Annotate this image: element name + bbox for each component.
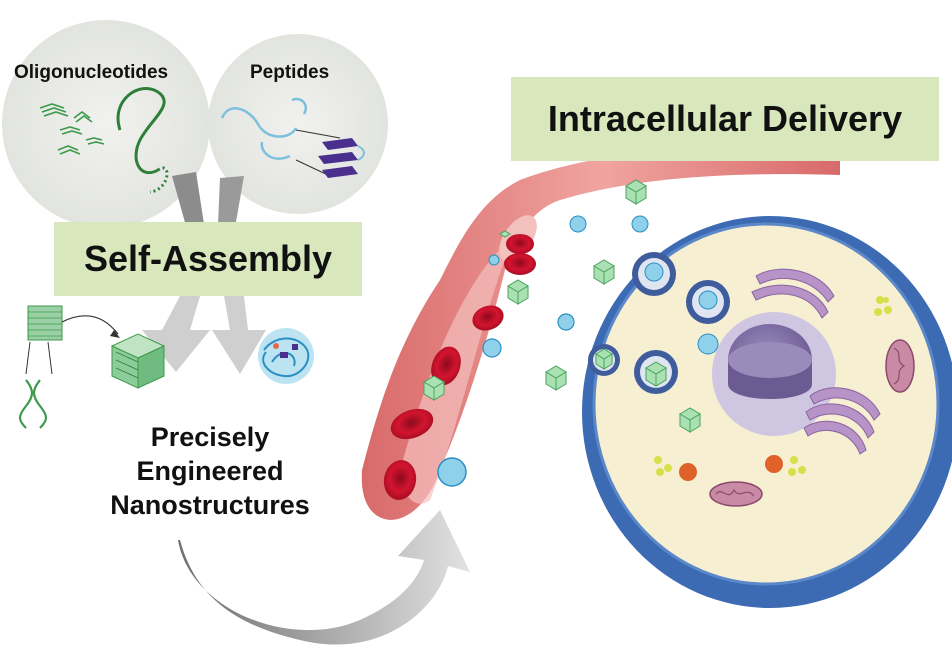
dna-cube-icon: [110, 333, 166, 389]
peptide-strands-icon: [220, 97, 341, 177]
arrow-peptide-to-self-assembly: [218, 176, 244, 224]
peptides-label: Peptides: [250, 62, 330, 83]
intracellular-delivery-label: Intracellular Delivery: [511, 77, 939, 161]
nucleus: [712, 312, 836, 436]
oligonucleotides-label: Oligonucleotides: [14, 62, 169, 83]
arrow-self-assembly-to-peptide-nanostructure: [212, 296, 266, 374]
nanostructures-line-2: Engineered: [136, 456, 284, 486]
dna-origami-grid-icon: [25, 305, 120, 375]
free-nanoparticles: [569, 215, 718, 310]
arrow-oligo-to-self-assembly: [172, 172, 204, 226]
dna-helix-icon: [18, 379, 48, 429]
oligonucleotides-circle: [2, 20, 210, 228]
nanostructures-line-3: Nanostructures: [110, 490, 310, 520]
nanostructures-line-1: Precisely: [150, 422, 270, 452]
dna-fragments-icon: [39, 103, 105, 155]
self-assembly-label: Self-Assembly: [54, 222, 362, 296]
vessel-cubes: [423, 230, 529, 401]
red-blood-cells: [383, 234, 536, 500]
arrow-self-assembly-to-dna-nanostructure: [142, 296, 210, 372]
peptide-nanoparticle-icon: [258, 328, 314, 384]
vesicles: [654, 296, 892, 481]
mitochondria: [709, 339, 915, 507]
delivery-curved-arrow: [178, 510, 470, 645]
free-cubes: [545, 179, 701, 433]
beta-sheet-icon: [318, 138, 365, 178]
golgi-apparatus: [751, 268, 881, 455]
nanostructures-label: Precisely Engineered Nanostructures: [80, 420, 340, 522]
oligo-strand-icon: [116, 86, 169, 194]
vessel-nanoparticles: [437, 254, 575, 487]
